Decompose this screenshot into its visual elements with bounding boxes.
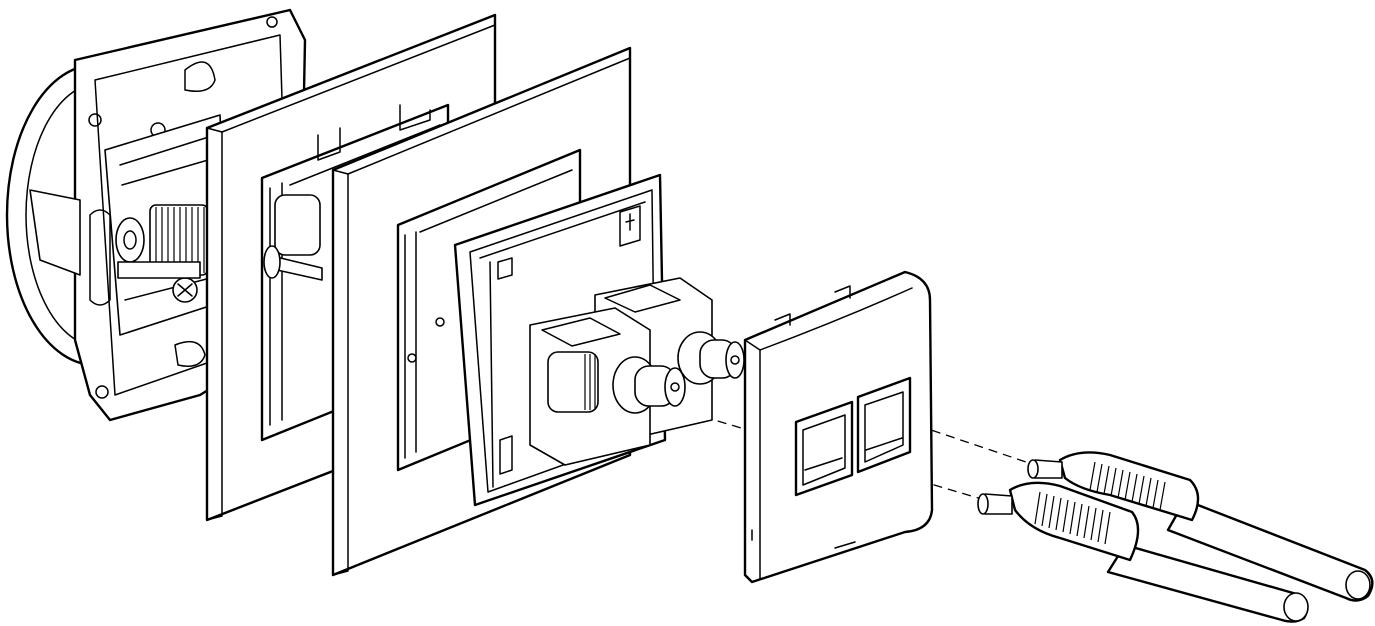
side-clamp (29, 189, 81, 276)
opening-left-outline (794, 400, 854, 497)
plug-upper-tip-end (1027, 459, 1039, 479)
plug-upper-body (1058, 451, 1200, 522)
arrow-mark-icon (625, 213, 635, 231)
opening-right-inner (864, 391, 904, 463)
plate-hole (266, 16, 278, 28)
inner-frame-opening-rim (404, 169, 573, 459)
connector-pin (117, 261, 201, 279)
jack-latch-lower (541, 317, 621, 347)
front-faceplate (743, 270, 934, 584)
adapter-clip (499, 435, 513, 475)
connector-nut (115, 217, 145, 263)
side-bracket (89, 209, 111, 306)
adapter-clip-marked (619, 205, 641, 247)
rca-jack-module-lower (529, 307, 686, 466)
outer-frame-edge (206, 127, 223, 521)
plate-slot (174, 340, 206, 367)
plug-upper-tip (1034, 459, 1063, 479)
cable-lower-end (1283, 592, 1309, 622)
visible-pin-end (263, 245, 281, 279)
plate-slot (184, 61, 216, 92)
opening-right-detail (865, 437, 903, 451)
faceplate-opening-left (794, 400, 854, 497)
connector-nut-hole (123, 230, 137, 250)
frame-peg (407, 353, 417, 363)
frame-peg (435, 317, 445, 327)
jack-mouth-lower (664, 367, 686, 407)
terminal-screw-slot (177, 283, 193, 297)
connector-threads (155, 207, 205, 273)
inner-frame-top-edge (347, 57, 631, 175)
cable-upper-end (1345, 570, 1371, 600)
plate-hole (88, 113, 102, 127)
inner-frame-edge (332, 169, 349, 576)
rca-plug-upper (1027, 451, 1374, 602)
plug-lower-grip (1034, 491, 1111, 545)
opening-left-inner (802, 414, 846, 486)
plate-hole (95, 385, 109, 399)
threaded-connector (115, 204, 209, 303)
adapter-clip (497, 257, 513, 280)
visible-connector-body (274, 194, 321, 256)
jack-center-pin-upper (730, 355, 740, 365)
faceplate-opening-right (856, 376, 912, 474)
cable-upper (1166, 498, 1374, 602)
jack-center-pin-lower (670, 382, 680, 392)
socket-mechanism (5, 8, 307, 422)
mounting-adapter (453, 173, 745, 507)
plug-lower-tip (984, 493, 1013, 515)
faceplate-bottom-notches (751, 529, 856, 549)
jack-latch-upper (604, 284, 681, 313)
plug-lower-tip-end (977, 493, 989, 515)
outer-frame-top-edge (221, 24, 496, 133)
rca-plug-lower (977, 481, 1309, 623)
jack-mouth-upper (725, 341, 745, 379)
adapter-frame-rim (479, 201, 646, 488)
frame-latch (317, 127, 341, 161)
faceplate-clips (774, 285, 851, 326)
frame-latch (399, 104, 431, 131)
jack-threads-lower (584, 354, 596, 410)
opening-left-detail (804, 457, 843, 471)
faceplate-top-curve (759, 287, 913, 351)
plug-upper-grip (1089, 461, 1166, 511)
